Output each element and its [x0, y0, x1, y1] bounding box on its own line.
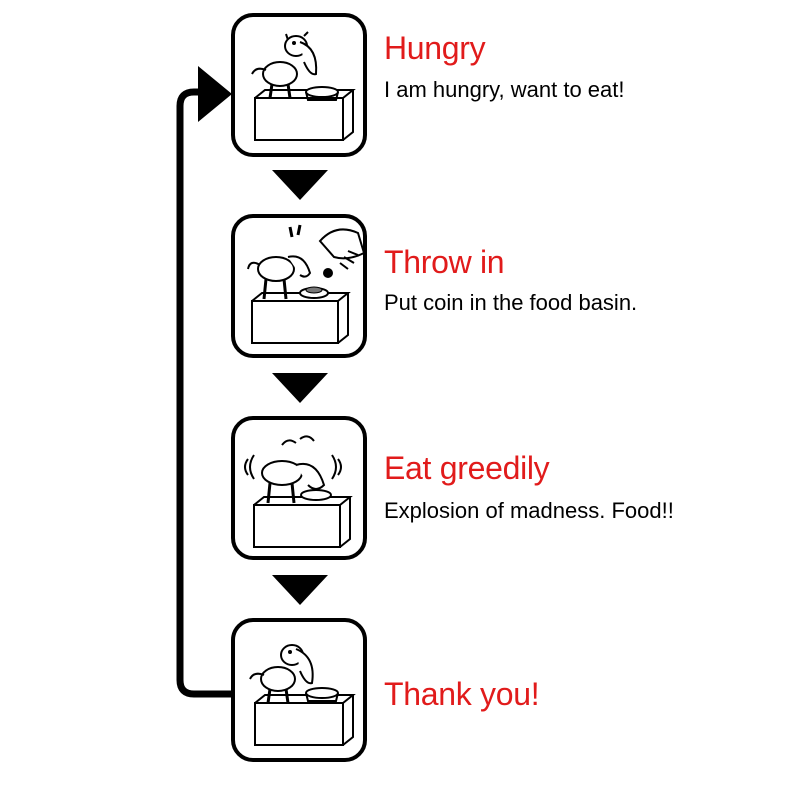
- dog-resting-icon: [231, 618, 367, 762]
- step-eat-greedily: [230, 415, 368, 561]
- step-description: Put coin in the food basin.: [384, 290, 638, 315]
- step-title: Throw in: [384, 244, 505, 280]
- hand-dropping-coin-icon: [231, 214, 367, 358]
- step-hungry: [230, 12, 368, 158]
- step-title: Eat greedily: [384, 450, 550, 486]
- step-throw-in: [230, 213, 368, 359]
- down-arrow-icon: [272, 373, 328, 403]
- step-description: I am hungry, want to eat!: [384, 77, 625, 102]
- down-arrow-icon: [272, 170, 328, 200]
- down-arrow-icon: [272, 575, 328, 605]
- dog-waiting-icon: [231, 13, 367, 157]
- dog-eating-icon: [231, 416, 367, 560]
- step-title: Hungry: [384, 30, 486, 66]
- step-title: Thank you!: [384, 676, 540, 712]
- step-thank-you: [230, 617, 368, 763]
- step-description: Explosion of madness. Food!!: [384, 498, 674, 523]
- loop-entry-arrow-icon: [198, 66, 232, 122]
